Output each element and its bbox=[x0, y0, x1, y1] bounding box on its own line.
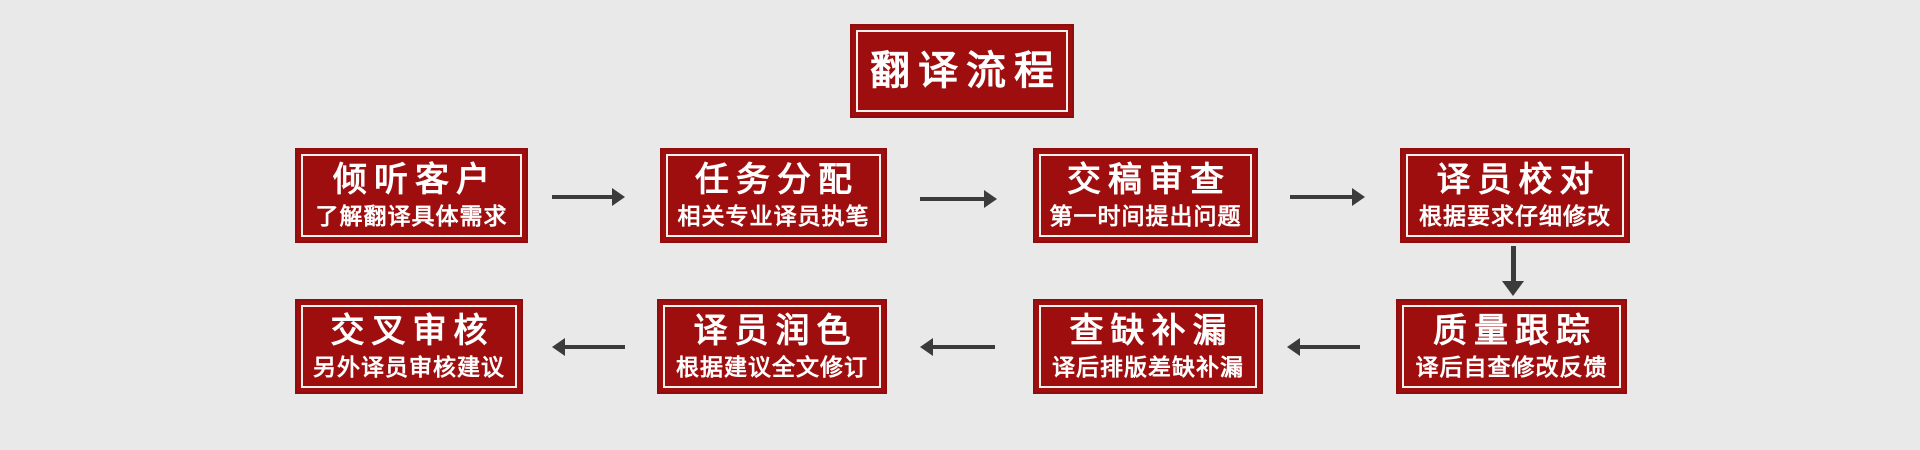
step-3-draft-review: 交稿审查 第一时间提出问题 bbox=[1033, 148, 1258, 243]
arrow-right-icon-step1-to-step2 bbox=[552, 188, 625, 206]
arrow-left-icon-step5-to-step6 bbox=[1287, 338, 1360, 356]
step-3-title: 交稿审查 bbox=[1067, 160, 1231, 199]
step-8-title: 交叉审核 bbox=[330, 311, 495, 350]
step-8-subtitle: 另外译员审核建议 bbox=[313, 354, 505, 381]
step-1-subtitle: 了解翻译具体需求 bbox=[315, 203, 508, 230]
arrow-left-icon-step7-to-step8 bbox=[552, 338, 625, 356]
flowchart-title-box: 翻译流程 bbox=[850, 24, 1074, 118]
step-7-title: 译员润色 bbox=[693, 311, 858, 350]
step-1-title: 倾听客户 bbox=[333, 160, 497, 199]
step-2-title: 任务分配 bbox=[695, 160, 859, 199]
step-4-title: 译员校对 bbox=[1436, 160, 1601, 199]
arrow-right-icon-step3-to-step4 bbox=[1290, 188, 1365, 206]
step-3-subtitle: 第一时间提出问题 bbox=[1049, 203, 1242, 230]
step-7-polishing: 译员润色 根据建议全文修订 bbox=[657, 299, 887, 394]
arrow-down-icon-step4-to-step5 bbox=[1502, 246, 1524, 296]
step-5-subtitle: 译后自查修改反馈 bbox=[1415, 354, 1608, 381]
flowchart-title: 翻译流程 bbox=[870, 49, 1062, 93]
step-7-subtitle: 根据建议全文修订 bbox=[676, 354, 868, 381]
step-8-cross-review: 交叉审核 另外译员审核建议 bbox=[295, 299, 523, 394]
step-6-title: 查缺补漏 bbox=[1069, 311, 1234, 350]
step-2-subtitle: 相关专业译员执笔 bbox=[677, 203, 870, 230]
step-6-gap-check: 查缺补漏 译后排版差缺补漏 bbox=[1033, 299, 1263, 394]
step-4-translator-proofread: 译员校对 根据要求仔细修改 bbox=[1400, 148, 1630, 243]
step-4-subtitle: 根据要求仔细修改 bbox=[1419, 203, 1611, 230]
step-5-quality-tracking: 质量跟踪 译后自查修改反馈 bbox=[1396, 299, 1627, 394]
flowchart-title-box-inner: 翻译流程 bbox=[856, 30, 1068, 112]
arrow-left-icon-step6-to-step7 bbox=[920, 338, 995, 356]
step-5-title: 质量跟踪 bbox=[1433, 311, 1597, 350]
step-2-task-assignment: 任务分配 相关专业译员执笔 bbox=[660, 148, 887, 243]
step-1-listen-client: 倾听客户 了解翻译具体需求 bbox=[295, 148, 528, 243]
arrow-right-icon-step2-to-step3 bbox=[920, 190, 997, 208]
step-6-subtitle: 译后排版差缺补漏 bbox=[1052, 354, 1244, 381]
